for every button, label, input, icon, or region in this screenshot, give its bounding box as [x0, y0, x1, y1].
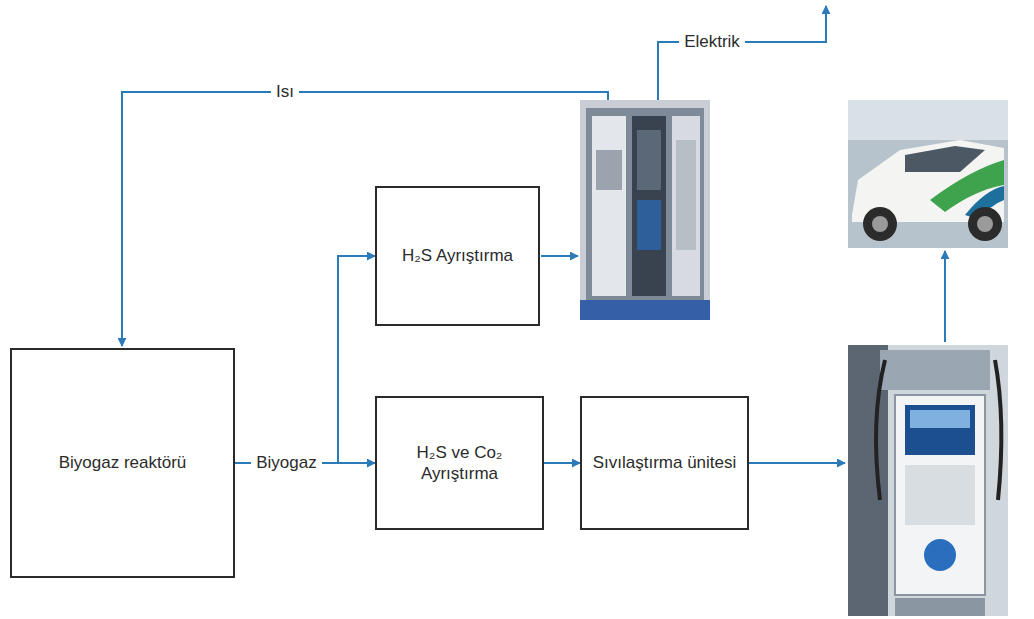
box-label: Sıvılaştırma ünitesi: [583, 452, 747, 473]
flow-arrow: [541, 255, 578, 257]
flow-arrow: [944, 251, 946, 342]
box-label: H₂S Ayrıştırma: [392, 245, 523, 266]
process-box: Sıvılaştırma ünitesi: [580, 396, 749, 530]
flow-arrow: [746, 462, 845, 464]
flow-label: Elektrik: [679, 32, 745, 52]
fuel-pump-picture: [848, 345, 1008, 616]
generator-picture: [580, 100, 710, 320]
box-label: H₂S ve Co₂ Ayrıştırma: [377, 442, 542, 485]
process-box: H₂S ve Co₂ Ayrıştırma: [375, 396, 544, 530]
process-box: H₂S Ayrıştırma: [375, 186, 540, 326]
car-picture: [848, 100, 1008, 248]
connector-label: Biyogaz: [251, 453, 321, 473]
flow-label: Isı: [271, 82, 299, 102]
electricity-line: [658, 6, 826, 100]
process-box: Biyogaz reaktörü: [10, 348, 235, 578]
box-label: Biyogaz reaktörü: [49, 452, 197, 473]
heat-line: [122, 92, 608, 346]
flow-connector: [544, 462, 580, 464]
flow-connector: [235, 256, 375, 463]
